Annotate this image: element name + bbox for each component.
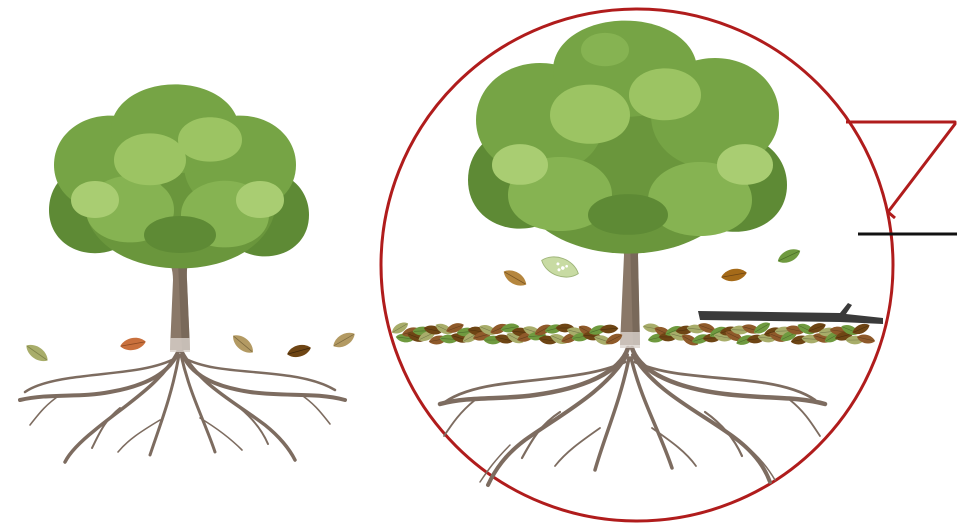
leaf-icon: [229, 331, 257, 357]
leaf-icon: [286, 342, 313, 359]
leaf-icon: [119, 336, 147, 352]
left-tree-roots: [20, 345, 345, 462]
left-tree-canopy: [49, 84, 309, 268]
left-tree: [20, 84, 358, 462]
leaf-icon: [23, 341, 51, 366]
leaf-icon: [330, 329, 357, 351]
